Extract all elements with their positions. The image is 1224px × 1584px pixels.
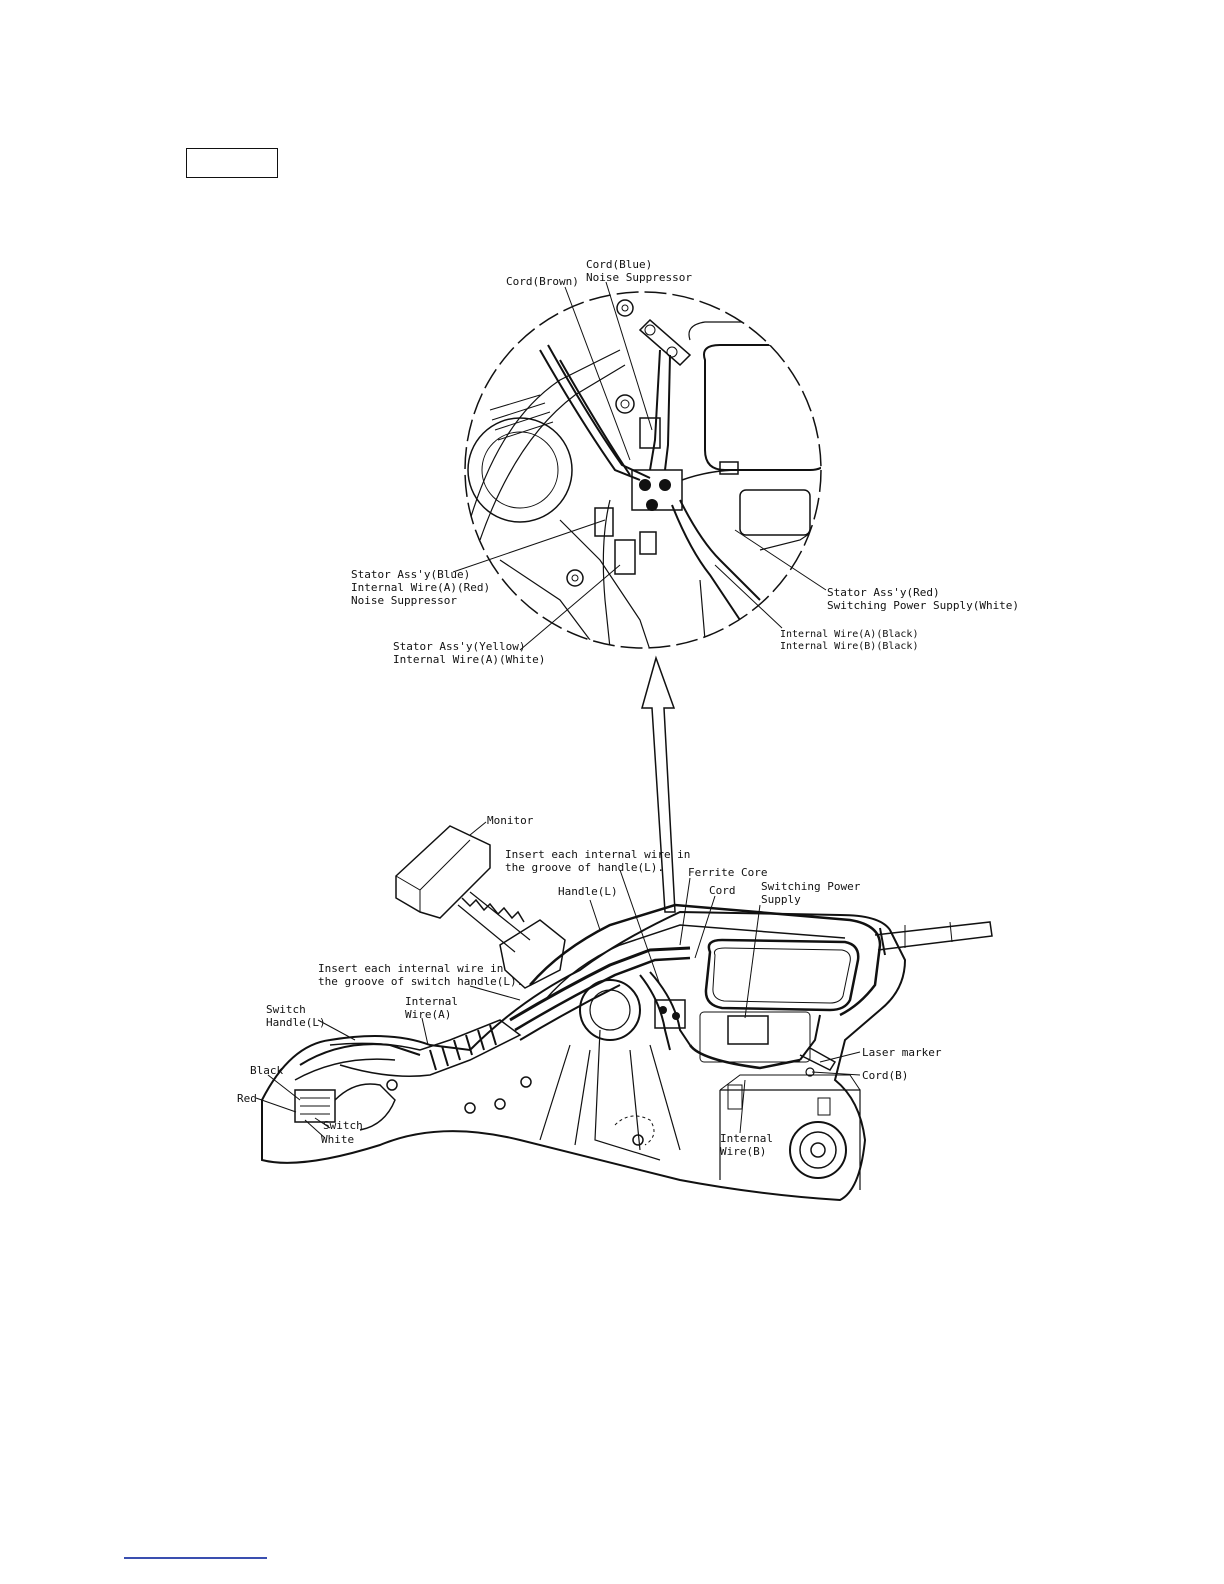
label-stator-yellow: Stator Ass'y(Yellow) bbox=[393, 640, 525, 653]
label-switching-power-line2: Supply bbox=[761, 893, 801, 906]
label-cord-blue: Cord(Blue) bbox=[586, 258, 652, 271]
label-internal-wire-b-line1: Internal bbox=[720, 1132, 773, 1145]
figure-number-box bbox=[186, 148, 278, 178]
label-switch-handle-line2: Handle(L) bbox=[266, 1016, 326, 1029]
label-internal-wire-a-red: Internal Wire(A)(Red) bbox=[351, 581, 490, 594]
label-white: White bbox=[321, 1133, 354, 1146]
label-insert-switch-line1: Insert each internal wire in bbox=[318, 962, 503, 975]
label-noise-suppressor-top: Noise Suppressor bbox=[586, 271, 692, 284]
footer-rule bbox=[124, 1557, 267, 1559]
label-switching-power-supply-white: Switching Power Supply(White) bbox=[827, 599, 1019, 612]
label-monitor: Monitor bbox=[487, 814, 534, 827]
label-red: Red bbox=[237, 1092, 257, 1105]
label-black: Black bbox=[250, 1064, 283, 1077]
zoom-arrow bbox=[641, 655, 676, 913]
label-switching-power-line1: Switching Power bbox=[761, 880, 861, 893]
label-internal-wire-a-black: Internal Wire(A)(Black) bbox=[780, 629, 918, 640]
label-noise-suppressor-left: Noise Suppressor bbox=[351, 594, 457, 607]
label-stator-blue: Stator Ass'y(Blue) bbox=[351, 568, 470, 581]
label-laser-marker: Laser marker bbox=[862, 1046, 942, 1059]
label-cord: Cord bbox=[709, 884, 736, 897]
label-internal-wire-a-line1: Internal bbox=[405, 995, 458, 1008]
monitor-unit bbox=[395, 825, 566, 989]
label-internal-wire-a-white: Internal Wire(A)(White) bbox=[393, 653, 545, 666]
label-internal-wire-b-black: Internal Wire(B)(Black) bbox=[780, 641, 918, 652]
label-internal-wire-a-line2: Wire(A) bbox=[405, 1008, 451, 1021]
label-handle-l: Handle(L) bbox=[558, 885, 618, 898]
label-ferrite-core: Ferrite Core bbox=[688, 866, 767, 879]
label-insert-handle-line1: Insert each internal wire in bbox=[505, 848, 690, 861]
label-switch: Switch bbox=[323, 1119, 363, 1132]
detail-drawing bbox=[467, 299, 821, 648]
main-view: Monitor Insert each internal wire in the… bbox=[237, 814, 993, 1202]
label-insert-handle-line2: the groove of handle(L). bbox=[505, 861, 664, 874]
detail-view: Cord(Blue) Noise Suppressor Cord(Brown) … bbox=[351, 258, 1019, 666]
label-stator-red: Stator Ass'y(Red) bbox=[827, 586, 940, 599]
label-switch-handle-line1: Switch bbox=[266, 1003, 306, 1016]
detail-circle-outline bbox=[464, 291, 822, 649]
label-cord-b: Cord(B) bbox=[862, 1069, 908, 1082]
label-internal-wire-b-line2: Wire(B) bbox=[720, 1145, 766, 1158]
label-cord-brown: Cord(Brown) bbox=[506, 275, 579, 288]
label-insert-switch-line2: the groove of switch handle(L). bbox=[318, 975, 523, 988]
